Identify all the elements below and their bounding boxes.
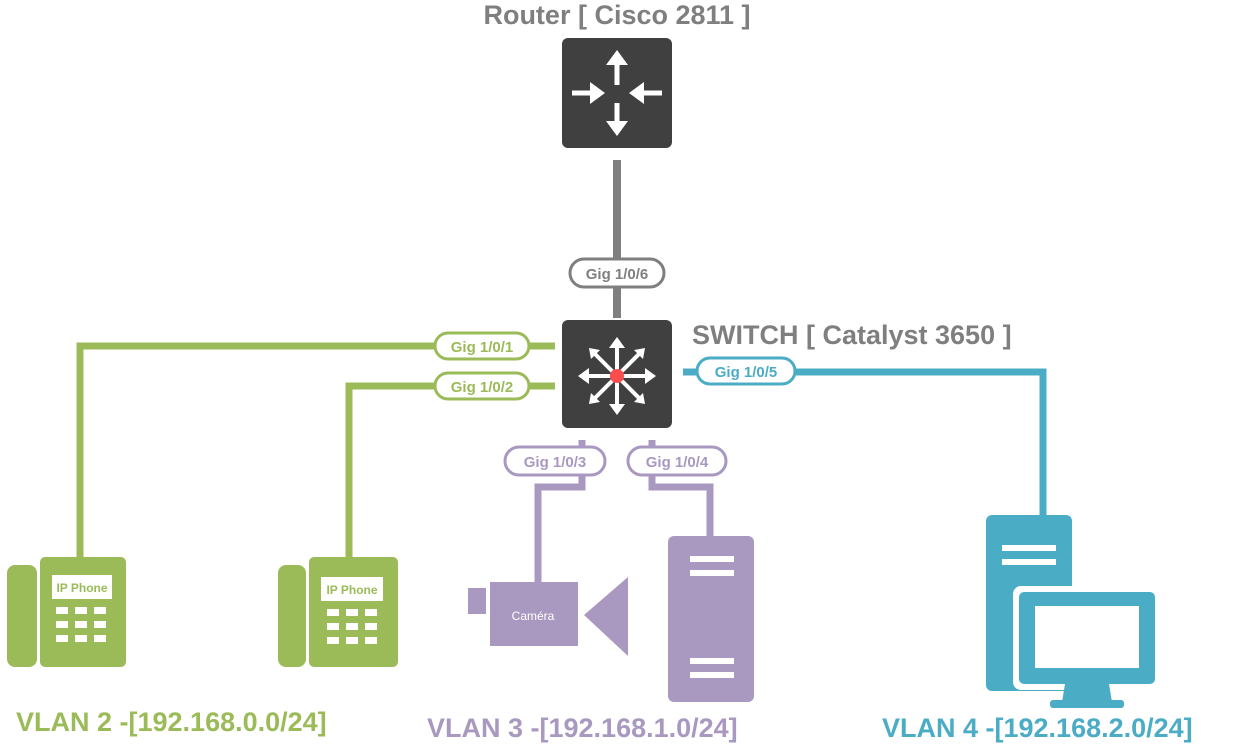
- ip-phone-label: IP Phone: [326, 583, 377, 597]
- server-icon[interactable]: [668, 536, 754, 702]
- router-icon[interactable]: [562, 38, 672, 148]
- port-gig-1-0-5[interactable]: Gig 1/0/5: [695, 356, 797, 386]
- port-label: Gig 1/0/3: [524, 454, 587, 471]
- port-gig-1-0-6[interactable]: Gig 1/0/6: [568, 257, 666, 289]
- switch-center-dot: [610, 369, 624, 383]
- port-label: Gig 1/0/2: [451, 379, 514, 396]
- switch-icon[interactable]: [562, 320, 672, 428]
- workstation-icon[interactable]: [986, 515, 1161, 708]
- port-gig-1-0-2[interactable]: Gig 1/0/2: [433, 371, 531, 401]
- port-label: Gig 1/0/1: [451, 339, 514, 356]
- port-gig-1-0-1[interactable]: Gig 1/0/1: [433, 331, 531, 361]
- port-label: Gig 1/0/4: [646, 454, 709, 471]
- vlan-4-label: VLAN 4 -[192.168.2.0/24]: [882, 713, 1193, 743]
- vlan-2-label: VLAN 2 -[192.168.0.0/24]: [16, 707, 327, 737]
- ip-phone-icon[interactable]: IP Phone: [7, 557, 126, 667]
- port-gig-1-0-4[interactable]: Gig 1/0/4: [626, 445, 728, 477]
- ip-phone-icon[interactable]: IP Phone: [278, 557, 398, 667]
- camera-label: Caméra: [512, 609, 555, 623]
- link-gig-1-0-5: [683, 368, 1047, 515]
- router-label: Router [ Cisco 2811 ]: [483, 0, 750, 30]
- switch-label: SWITCH [ Catalyst 3650 ]: [692, 320, 1012, 350]
- vlan-3-label: VLAN 3 -[192.168.1.0/24]: [427, 713, 738, 743]
- link-gig-1-0-1: [76, 342, 555, 557]
- port-gig-1-0-3[interactable]: Gig 1/0/3: [503, 445, 607, 477]
- ip-phone-label: IP Phone: [56, 581, 107, 595]
- camera-icon[interactable]: Caméra: [468, 577, 628, 656]
- port-label: Gig 1/0/5: [715, 364, 778, 381]
- port-label: Gig 1/0/6: [586, 266, 649, 283]
